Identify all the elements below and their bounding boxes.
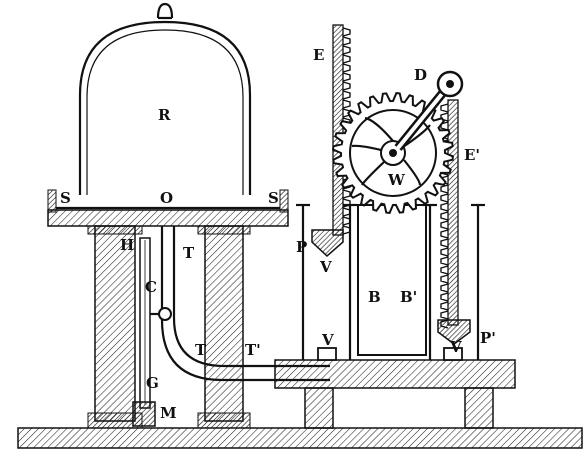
left-pillar (94, 225, 136, 422)
label-V-upper: V (319, 258, 332, 276)
label-R: R (158, 106, 171, 124)
pump-plate (47, 209, 289, 227)
label-P-prime: P' (480, 329, 496, 347)
plate-rim-left (47, 189, 57, 213)
label-O: O (160, 189, 173, 207)
label-D: D (414, 66, 427, 84)
bell-jar-inner (86, 29, 244, 195)
right-pillar (204, 225, 244, 422)
label-E: E (313, 46, 324, 64)
label-P: P (296, 238, 307, 256)
ground-base (17, 427, 583, 449)
label-B-prime: B' (400, 288, 417, 306)
bell-jar (78, 20, 252, 195)
mercury-cup (132, 401, 156, 427)
plate-rim-right (279, 189, 289, 213)
gear-wheel (332, 92, 454, 214)
label-V-right: V (449, 338, 462, 356)
label-B: B (368, 288, 381, 306)
label-E-prime: E' (464, 146, 480, 164)
bell-jar-knob (156, 2, 174, 19)
label-T-prime: T' (245, 341, 261, 359)
right-piston (437, 319, 471, 345)
label-C: C (145, 278, 157, 296)
stopcock[interactable] (158, 307, 172, 321)
right-barrel (428, 205, 480, 360)
transfer-pipe (160, 226, 330, 382)
left-rack (332, 24, 344, 236)
label-T-upper: T (183, 244, 195, 262)
label-T-lower: T (195, 341, 207, 359)
label-M: M (160, 404, 177, 422)
left-bottom-valve (317, 347, 337, 361)
label-S-left: S (60, 189, 71, 207)
pump-bench (274, 359, 516, 389)
label-V-mid: V (321, 331, 334, 349)
right-bottom-valve (443, 347, 463, 361)
label-S-right: S (268, 189, 279, 207)
center-block (357, 204, 427, 356)
label-H: H (120, 236, 134, 254)
label-G: G (146, 374, 159, 392)
label-W: W (387, 171, 406, 189)
